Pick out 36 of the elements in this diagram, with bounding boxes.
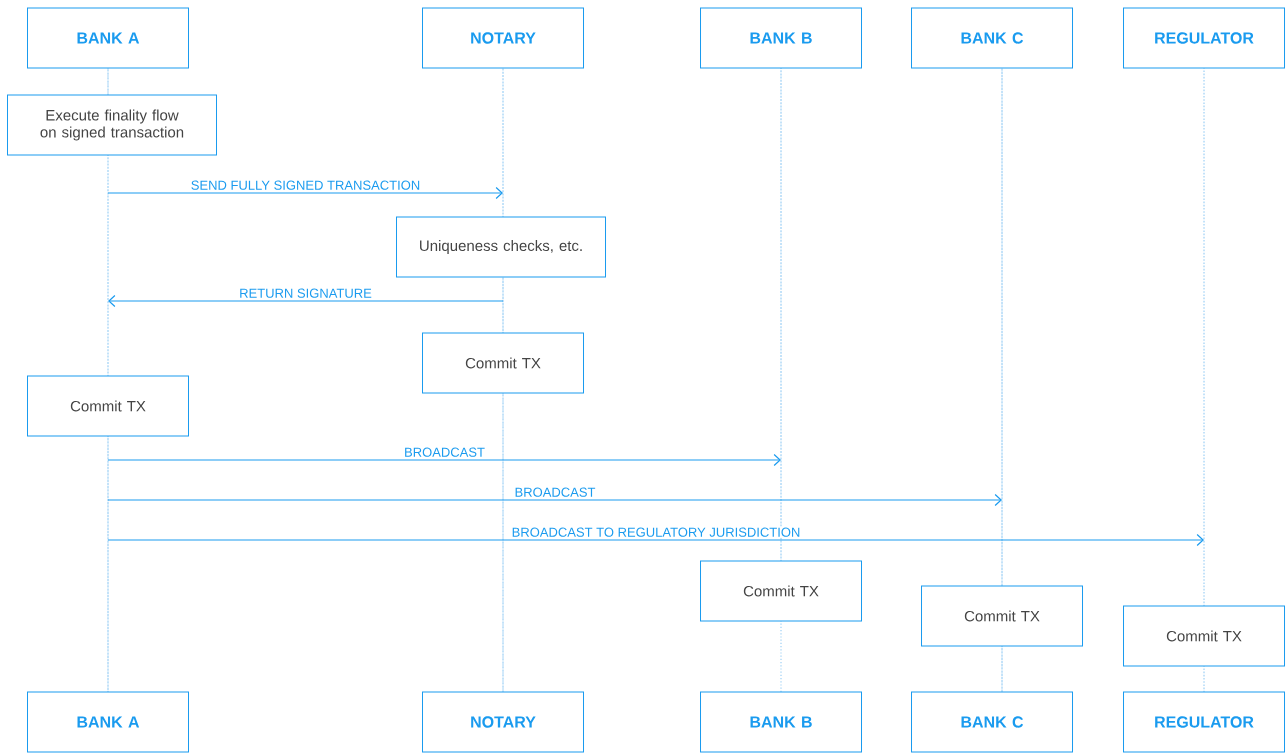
- lifeline: [502, 392, 504, 693]
- activation-box: Commit TX: [27, 375, 189, 437]
- activation-box: Execute finality flow on signed transaction: [7, 94, 217, 156]
- participant-box: BANK C: [911, 691, 1073, 753]
- participant-box: BANK B: [700, 7, 862, 69]
- lifeline: [502, 67, 504, 218]
- participant-box: BANK B: [700, 691, 862, 753]
- message-arrow: [107, 453, 781, 467]
- activation-box: Uniqueness checks, etc.: [396, 216, 606, 278]
- message-arrow: [107, 186, 503, 200]
- edge-label: RETURN SIGNATURE: [238, 287, 373, 299]
- lifeline: [1001, 67, 1003, 587]
- message-arrow: [107, 493, 1002, 507]
- activation-box: Commit TX: [1123, 605, 1285, 667]
- edge-label: BROADCAST: [513, 486, 597, 498]
- lifeline: [107, 435, 109, 693]
- lifeline: [1001, 645, 1003, 693]
- lifeline: [107, 154, 109, 377]
- activation-box: Commit TX: [921, 585, 1083, 647]
- participant-box: REGULATOR: [1123, 691, 1285, 753]
- message-arrow: [107, 533, 1204, 547]
- edge-label: BROADCAST TO REGULATORY JURISDICTION: [510, 526, 802, 538]
- edge-label: SEND FULLY SIGNED TRANSACTION: [189, 179, 422, 191]
- participant-box: NOTARY: [422, 691, 584, 753]
- message-arrow: [108, 294, 504, 308]
- lifeline: [107, 67, 109, 96]
- participant-box: BANK A: [27, 691, 189, 753]
- lifeline: [502, 276, 504, 334]
- activation-box: Commit TX: [700, 560, 862, 622]
- participant-box: NOTARY: [422, 7, 584, 69]
- participant-box: BANK A: [27, 7, 189, 69]
- activation-box: Commit TX: [422, 332, 584, 394]
- participant-box: REGULATOR: [1123, 7, 1285, 69]
- lifeline: [1203, 67, 1205, 607]
- edge-label: BROADCAST: [403, 446, 486, 458]
- participant-box: BANK C: [911, 7, 1073, 69]
